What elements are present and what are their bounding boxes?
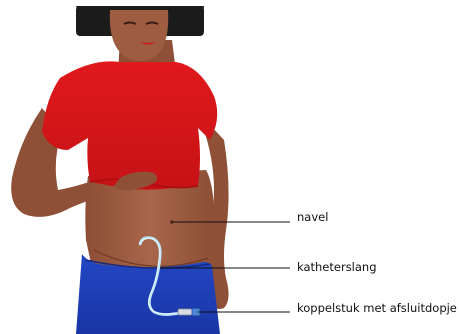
shirt — [42, 61, 217, 189]
label-catheter-tube: katheterslang — [297, 260, 377, 274]
connector-body — [178, 309, 192, 315]
navel-mark — [170, 220, 174, 223]
label-connector: koppelstuk met afsluitdopje — [297, 301, 457, 315]
label-navel: navel — [297, 210, 328, 224]
